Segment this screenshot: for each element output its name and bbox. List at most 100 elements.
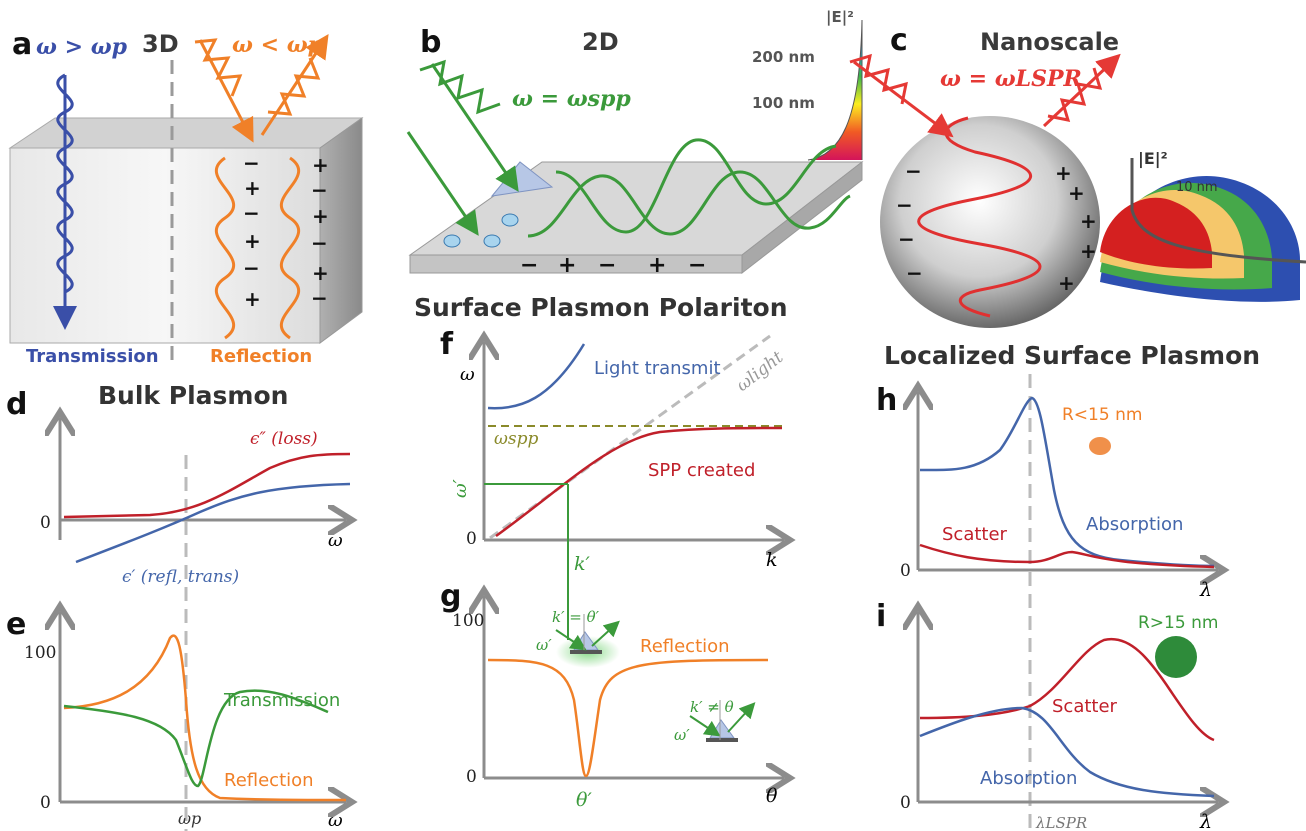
field-label-c: |E|²	[1138, 149, 1168, 169]
svg-text:−: −	[243, 256, 260, 280]
panel-i-letter: i	[876, 599, 886, 634]
lspr-scatter-wave	[1047, 67, 1103, 122]
f-ylabel: ω	[460, 364, 475, 385]
g-omega-prime-left: ω′	[536, 636, 552, 654]
svg-text:−: −	[311, 286, 328, 310]
omega-p-tick: ωp	[178, 809, 201, 828]
d-xlabel: ω	[328, 530, 343, 551]
e-transmission-label: Transmission	[223, 690, 340, 711]
epsilon-loss-curve	[63, 452, 351, 519]
k-prime-label: k′	[574, 553, 591, 575]
h-scatter-curve	[919, 543, 1215, 569]
svg-text:+: +	[648, 253, 666, 278]
h-xlabel: λ	[1199, 579, 1212, 601]
charge-signs-a: −+−+ −+ +−+− +−	[243, 151, 329, 311]
tick-100nm: 100 nm	[752, 94, 815, 112]
bubble-2	[483, 234, 501, 248]
svg-text:−: −	[243, 201, 260, 225]
svg-text:+: +	[312, 204, 329, 228]
omega-lt-label: ω < ωp	[232, 32, 324, 58]
svg-text:−: −	[898, 227, 915, 251]
incident-arrow	[198, 39, 254, 143]
svg-text:+: +	[1055, 161, 1072, 185]
bubble-3	[501, 213, 519, 227]
f-xlabel: k	[766, 549, 778, 571]
charge-signs-b: −+−+−	[520, 253, 706, 278]
i-absorption-curve	[919, 706, 1215, 798]
g-reflection-curve	[487, 658, 769, 778]
e-transmission-curve	[63, 689, 329, 788]
panel-f-letter: f	[440, 327, 454, 362]
svg-text:−: −	[311, 178, 328, 202]
panel-i: i R>15 nm Scatter Absorption 0 λ λLSPR	[876, 599, 1218, 831]
lspr-wave	[917, 116, 1042, 318]
incident-wave	[194, 38, 243, 97]
panel-b: |E|² 200 nm 100 nm −+−+− b 2D ω = ωspp	[406, 8, 864, 278]
large-particle	[1155, 636, 1197, 678]
svg-text:+: +	[244, 229, 261, 253]
svg-text:+: +	[312, 153, 329, 177]
k-neq-theta-label: k′ ≠ θ	[690, 698, 734, 716]
bulk-slab-side	[319, 117, 363, 344]
svg-text:−: −	[906, 261, 923, 285]
panel-d: d ϵ″ (loss) ϵ′ (refl, trans) 0 ω	[6, 387, 350, 831]
g-xlabel: θ	[766, 785, 778, 807]
omega-light-label: ωlight	[733, 347, 788, 396]
panel-h-letter: h	[876, 383, 897, 418]
lsp-section-title: Localized Surface Plasmon	[884, 341, 1260, 370]
panel-c-title: Nanoscale	[980, 28, 1119, 56]
spp-section-title: Surface Plasmon Polariton	[414, 293, 788, 322]
svg-text:+: +	[312, 261, 329, 285]
k-eq-theta-label: k′ = θ′	[552, 608, 600, 626]
bulk-slab-top	[8, 117, 364, 149]
d-zero-tick: 0	[40, 513, 51, 533]
surface-wave-left	[215, 156, 235, 340]
g-omega-prime-right: ω′	[674, 726, 690, 744]
svg-text:−: −	[311, 231, 328, 255]
h-absorption-label: Absorption	[1086, 514, 1183, 535]
field-profile-outline	[807, 19, 863, 161]
h-zero-tick: 0	[900, 561, 911, 581]
epsilon-real-curve	[75, 482, 351, 564]
refl-trans-label: ϵ′ (refl, trans)	[122, 567, 239, 587]
svg-text:+: +	[1058, 271, 1075, 295]
field-decay-curve	[1130, 158, 1306, 264]
panel-h: h R<15 nm Scatter Absorption 0 λ	[876, 374, 1218, 831]
f-zero-tick: 0	[466, 529, 477, 549]
r-large-label: R>15 nm	[1138, 613, 1218, 633]
panel-e: e 100 0 Transmission Reflection ωp ω	[6, 607, 346, 831]
svg-text:−: −	[905, 159, 922, 183]
g-reflection-label: Reflection	[640, 636, 730, 657]
svg-text:+: +	[1068, 181, 1085, 205]
tick-200nm: 200 nm	[752, 48, 815, 66]
svg-text:−: −	[896, 193, 913, 217]
reflected-wave	[267, 57, 321, 116]
i-zero-tick: 0	[900, 793, 911, 813]
small-particle	[1089, 437, 1111, 455]
panel-b-title: 2D	[582, 28, 619, 56]
panel-a-letter: a	[12, 27, 32, 62]
svg-text:−: −	[520, 253, 538, 278]
spp-incident-wave	[419, 59, 501, 115]
g-hundred-tick: 100	[452, 611, 484, 631]
reflected-arrow	[260, 33, 329, 136]
r-small-label: R<15 nm	[1062, 405, 1142, 425]
e-xlabel: ω	[328, 810, 343, 831]
lambda-lspr-tick: λLSPR	[1035, 814, 1087, 831]
omega-spp-tick: ωspp	[494, 429, 538, 449]
e-hundred-tick: 100	[24, 643, 56, 663]
theta-prime-tick: θ′	[576, 789, 592, 811]
svg-text:+: +	[558, 253, 576, 278]
bulk-slab-front	[9, 147, 321, 344]
panel-c: |E|² 10 nm −−−− +++++ c Nanoscale ω = ωL…	[849, 23, 1306, 328]
svg-text:−: −	[688, 253, 706, 278]
spp-slab-side	[741, 160, 863, 275]
svg-text:+: +	[1080, 209, 1097, 233]
transmission-label-a: Transmission	[26, 346, 159, 367]
loss-label: ϵ″ (loss)	[250, 429, 318, 449]
omega-lspr-label: ω = ωLSPR	[940, 66, 1082, 92]
lspr-incident-arrow	[853, 60, 954, 138]
g-zero-tick: 0	[466, 767, 477, 787]
e-reflection-curve	[63, 634, 347, 802]
svg-text:+: +	[244, 287, 261, 311]
